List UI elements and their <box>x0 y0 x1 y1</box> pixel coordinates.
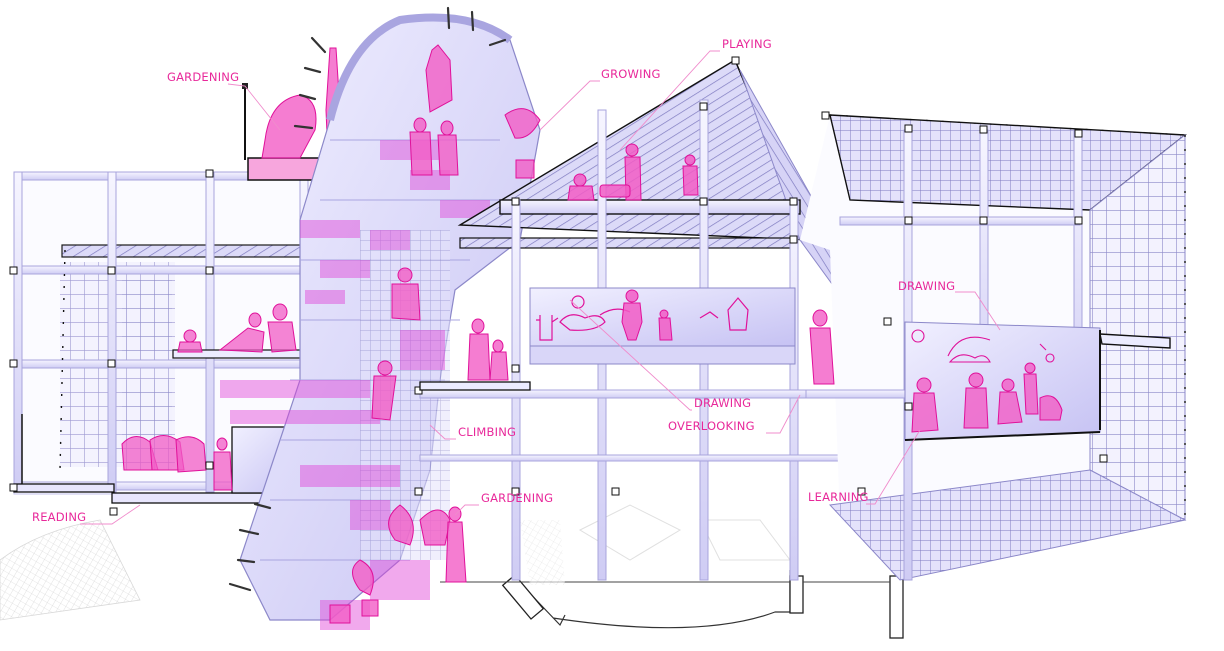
label-playing: PLAYING <box>722 37 772 51</box>
ground-terrain <box>0 504 904 639</box>
stair-tower <box>220 6 541 630</box>
label-reading: READING <box>32 510 87 524</box>
label-growing: GROWING <box>601 67 661 81</box>
learning-pavilion <box>800 111 1187 581</box>
label-overlooking: OVERLOOKING <box>668 419 755 433</box>
label-drawing-right: DRAWING <box>898 279 956 293</box>
label-climbing: CLIMBING <box>458 425 517 439</box>
label-gardening-top: GARDENING <box>167 70 240 84</box>
label-learning: LEARNING <box>808 490 869 504</box>
leader-lines <box>80 50 1001 525</box>
label-drawing-center: DRAWING <box>694 396 752 410</box>
playing-roof-house <box>414 56 901 581</box>
reading-tower <box>9 169 315 516</box>
label-gardening-bottom: GARDENING <box>481 491 554 505</box>
